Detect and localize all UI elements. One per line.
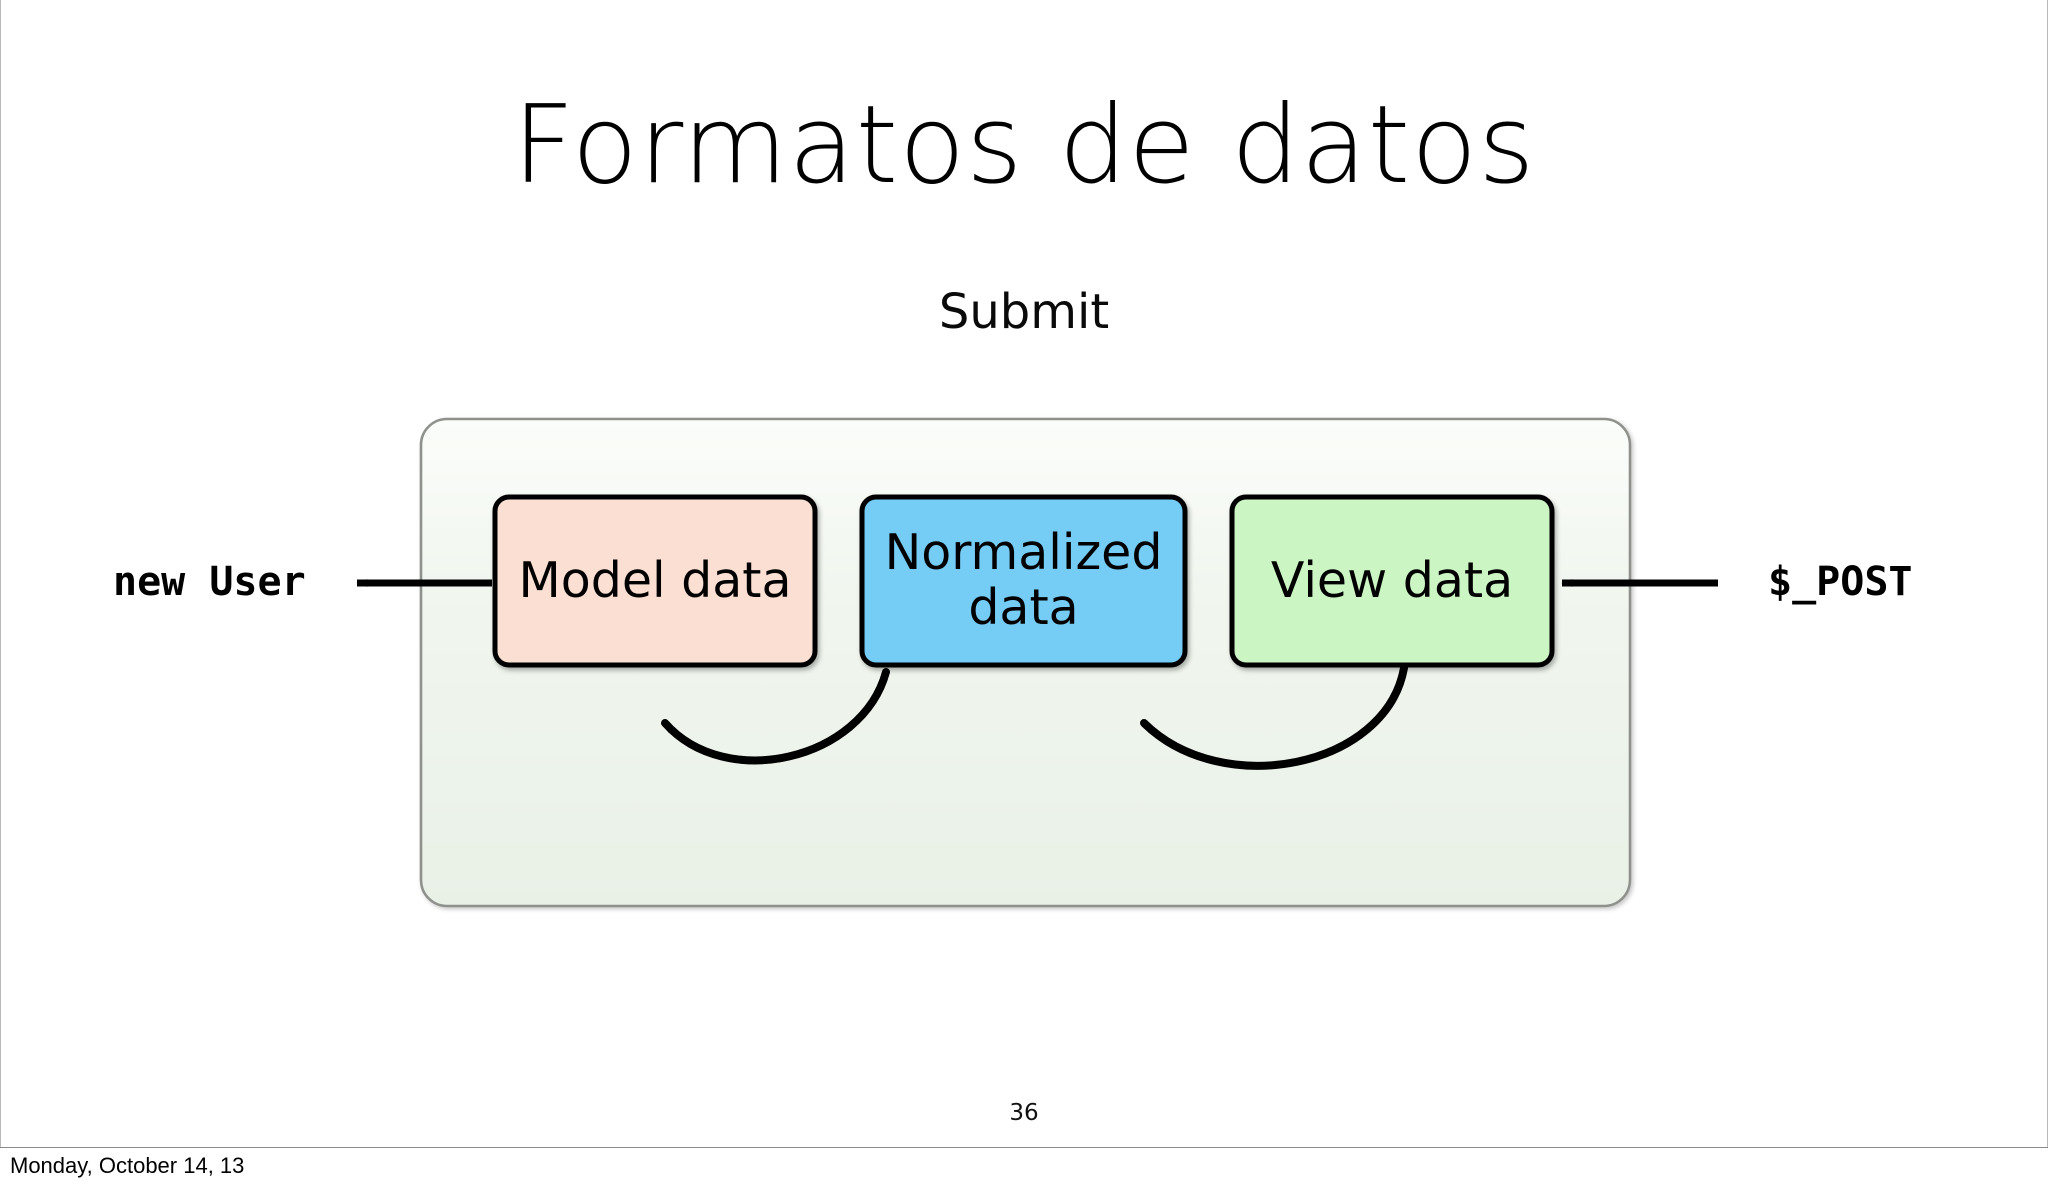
curved-arrow-view-to-normalized [1140,664,1408,770]
external-label-post-var: $_POST [1768,559,1913,605]
node-normalized-data[interactable] [859,494,1188,668]
slide-subtitle: Submit [938,284,1110,340]
node-model-data[interactable] [492,494,818,668]
page-number: 36 [1009,1100,1039,1126]
node-view-data[interactable] [1229,494,1555,668]
page-title: Formatos de datos [512,83,1536,208]
external-label-new-user: new User [113,559,306,605]
slide-frame-left-edge [0,0,1,1147]
curved-arrow-normalized-to-model [661,668,890,765]
footer-divider [0,1147,2048,1148]
footer-date: Monday, October 14, 13 [10,1153,245,1178]
